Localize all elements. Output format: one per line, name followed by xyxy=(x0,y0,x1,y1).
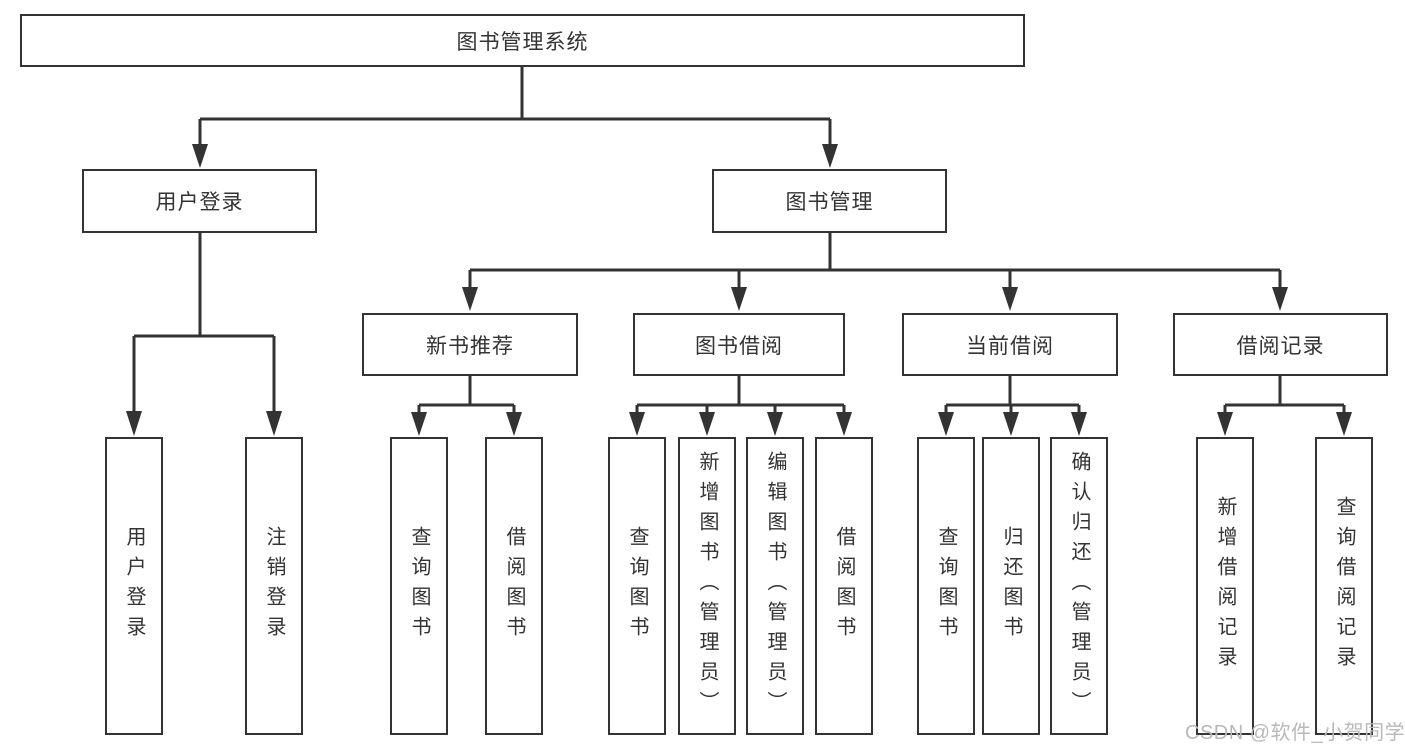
node-leaf-add-book-admin: 新增图书（管理员） xyxy=(678,437,736,735)
node-library-management-system: 图书管理系统 xyxy=(20,14,1025,67)
node-leaf-borrow-book-recommend: 借阅图书 xyxy=(485,437,543,735)
node-label: 借阅图书 xyxy=(503,526,525,646)
node-leaf-query-book-current: 查询图书 xyxy=(917,437,975,735)
arrowheads xyxy=(126,144,1352,436)
node-label: 编辑图书（管理员） xyxy=(764,451,786,721)
node-label: 用户登录 xyxy=(123,526,145,646)
node-book-borrow: 图书借阅 xyxy=(633,313,845,376)
node-label: 查询借阅记录 xyxy=(1333,496,1355,676)
node-leaf-query-borrow-record: 查询借阅记录 xyxy=(1315,437,1373,735)
node-leaf-edit-book-admin: 编辑图书（管理员） xyxy=(746,437,804,735)
node-leaf-return-book: 归还图书 xyxy=(982,437,1040,735)
node-new-book-recommend: 新书推荐 xyxy=(362,313,578,376)
node-leaf-borrow-book: 借阅图书 xyxy=(815,437,873,735)
node-leaf-user-login: 用户登录 xyxy=(105,437,163,735)
node-leaf-logout: 注销登录 xyxy=(245,437,303,735)
node-label: 借阅图书 xyxy=(833,526,855,646)
node-label: 查询图书 xyxy=(626,526,648,646)
node-leaf-query-book-borrow: 查询图书 xyxy=(608,437,666,735)
node-current-borrow: 当前借阅 xyxy=(902,313,1118,376)
node-label: 确认归还（管理员） xyxy=(1068,451,1090,721)
node-leaf-query-book-recommend: 查询图书 xyxy=(390,437,448,735)
node-leaf-add-borrow-record: 新增借阅记录 xyxy=(1196,437,1254,735)
node-user-login: 用户登录 xyxy=(82,169,317,233)
node-label: 新增图书（管理员） xyxy=(696,451,718,721)
node-label: 归还图书 xyxy=(1000,526,1022,646)
node-label: 查询图书 xyxy=(935,526,957,646)
csdn-watermark: CSDN @软件_小贺同学 xyxy=(1185,722,1405,744)
node-book-management: 图书管理 xyxy=(712,169,947,233)
node-label: 查询图书 xyxy=(408,526,430,646)
node-label: 注销登录 xyxy=(263,526,285,646)
node-label: 新增借阅记录 xyxy=(1214,496,1236,676)
node-borrow-records: 借阅记录 xyxy=(1173,313,1388,376)
node-leaf-confirm-return-admin: 确认归还（管理员） xyxy=(1050,437,1108,735)
